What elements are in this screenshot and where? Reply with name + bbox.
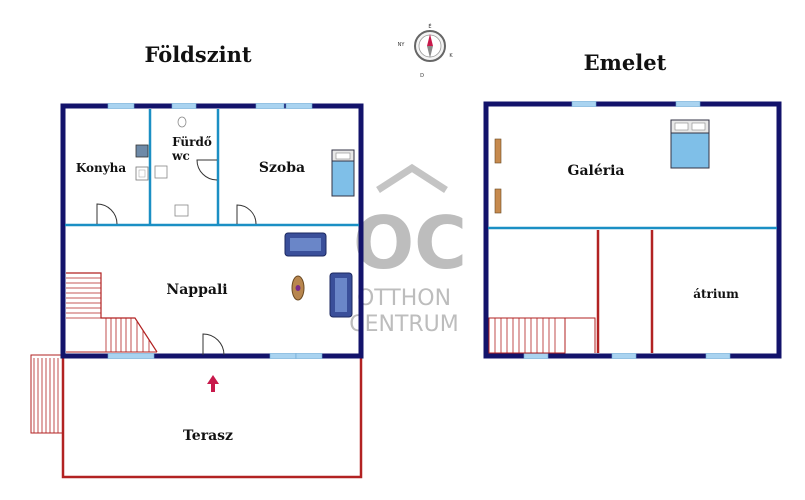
watermark-roof-icon bbox=[376, 163, 448, 193]
upper-floor-title: Emelet bbox=[584, 50, 667, 75]
window bbox=[285, 103, 313, 109]
compass-north: É bbox=[428, 22, 431, 30]
compass-east: K bbox=[449, 53, 453, 59]
window bbox=[107, 103, 135, 109]
stove-icon bbox=[135, 144, 149, 158]
compass-south: D bbox=[420, 73, 424, 79]
watermark-logo: OC bbox=[353, 201, 467, 285]
door-room bbox=[236, 204, 257, 225]
compass-west: NY bbox=[398, 42, 406, 48]
window bbox=[611, 353, 637, 359]
shower-icon bbox=[174, 204, 189, 217]
window bbox=[523, 353, 549, 359]
watermark-line1: OTTHON bbox=[357, 286, 451, 311]
sofa-icon bbox=[329, 272, 353, 318]
sink-icon bbox=[135, 166, 149, 181]
ground-floor-title: Földszint bbox=[144, 42, 251, 67]
cabinet-icon bbox=[494, 138, 502, 164]
watermark-line2: CENTRUM bbox=[349, 312, 459, 337]
ground-floor-plan: Konyha Fürdő wc Szoba Nappali Terasz bbox=[30, 103, 364, 479]
table-icon bbox=[291, 275, 305, 301]
ground-floor-outer-wall bbox=[60, 103, 364, 359]
room-label-galeria: Galéria bbox=[567, 163, 624, 179]
door-bath bbox=[196, 159, 218, 181]
entrance-arrow-icon bbox=[207, 375, 219, 392]
toilet-icon bbox=[177, 116, 187, 128]
terrace-wall bbox=[61, 358, 363, 479]
watermark: OC OTTHON CENTRUM bbox=[349, 163, 467, 337]
staircase bbox=[66, 272, 158, 353]
room-label-furdo: Fürdő bbox=[172, 135, 212, 149]
upper-floor-plan: Galéria átrium bbox=[483, 101, 782, 359]
window bbox=[107, 353, 155, 359]
window bbox=[571, 101, 597, 107]
room-label-szoba: Szoba bbox=[259, 160, 305, 176]
room-label-atrium: átrium bbox=[693, 287, 739, 301]
window bbox=[705, 353, 731, 359]
sofa-icon bbox=[284, 232, 327, 257]
room-label-wc: wc bbox=[171, 149, 190, 163]
window bbox=[295, 353, 323, 359]
window bbox=[269, 353, 297, 359]
room-label-konyha: Konyha bbox=[76, 161, 127, 175]
door-kitchen bbox=[96, 203, 118, 225]
room-label-terasz: Terasz bbox=[183, 428, 233, 444]
staircase-upper bbox=[488, 317, 596, 354]
window bbox=[675, 101, 701, 107]
terrace-steps bbox=[30, 354, 64, 434]
cabinet-icon bbox=[494, 188, 502, 214]
room-label-nappali: Nappali bbox=[166, 282, 227, 298]
bed-icon bbox=[331, 149, 355, 197]
window bbox=[255, 103, 285, 109]
window bbox=[171, 103, 197, 109]
door-entrance bbox=[202, 333, 225, 356]
compass-icon: É K D NY bbox=[398, 22, 454, 79]
washbasin-icon bbox=[154, 165, 168, 179]
double-bed-icon bbox=[670, 119, 710, 169]
